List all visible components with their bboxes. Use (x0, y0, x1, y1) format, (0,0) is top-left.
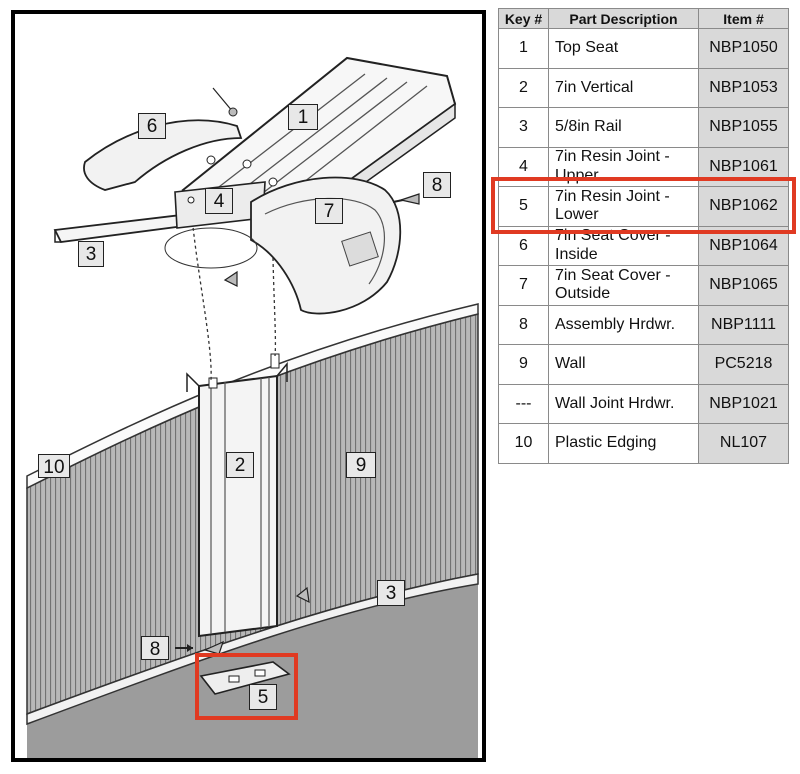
row-description: Wall Joint Hrdwr. (548, 383, 699, 424)
table-row: 7 7in Seat Cover - Outside NBP1065 (498, 265, 789, 306)
table-row: 10 Plastic Edging NL107 (498, 423, 789, 464)
row-item: PC5218 (698, 344, 789, 385)
callout-10: 10 (38, 454, 70, 478)
row-key: 10 (498, 423, 549, 464)
part-5-highlight (195, 653, 298, 720)
header-key: Key # (498, 8, 549, 29)
row-5-highlight (491, 177, 796, 234)
row-description: Plastic Edging (548, 423, 699, 464)
bottom-rail (26, 573, 479, 726)
table-row: 8 Assembly Hrdwr. NBP1111 (498, 304, 789, 345)
row-description: 5/8in Rail (548, 107, 699, 148)
row-item: NBP1055 (698, 107, 789, 148)
row-key: 2 (498, 67, 549, 108)
row-key: 3 (498, 107, 549, 148)
table-header-row: Key # Part Description Item # (498, 8, 789, 29)
row-item: NBP1050 (698, 28, 789, 69)
row-item: NL107 (698, 423, 789, 464)
callout-3-top: 3 (78, 241, 104, 267)
screw-top (203, 87, 420, 655)
callout-8-bottom: 8 (141, 636, 169, 660)
row-key: 7 (498, 265, 549, 306)
callout-7: 7 (315, 198, 343, 224)
parts-table: Key # Part Description Item # 1 Top Seat… (498, 8, 789, 464)
row-item: NBP1111 (698, 304, 789, 345)
row-description: Top Seat (548, 28, 699, 69)
header-item: Item # (698, 8, 789, 29)
row-key: 1 (498, 28, 549, 69)
vertical-post (186, 353, 288, 638)
callout-9: 9 (346, 452, 376, 478)
callout-5: 5 (249, 684, 277, 710)
row-key: --- (498, 383, 549, 424)
table-row: 2 7in Vertical NBP1053 (498, 67, 789, 108)
callout-8-top: 8 (423, 172, 451, 198)
callout-1: 1 (288, 104, 318, 130)
row-item: NBP1053 (698, 67, 789, 108)
row-item: NBP1062 (698, 186, 789, 227)
row-description: Wall (548, 344, 699, 385)
row-key: 5 (498, 186, 549, 227)
seat-cover-outside (250, 176, 402, 315)
diagram-art (26, 56, 479, 758)
callout-2: 2 (226, 452, 254, 478)
exploded-diagram: 1 6 4 8 7 3 10 2 9 3 8 5 (11, 10, 486, 762)
row-key: 8 (498, 304, 549, 345)
row-description: Assembly Hrdwr. (548, 304, 699, 345)
row-description: 7in Seat Cover - Outside (548, 265, 699, 306)
lower-joint (199, 661, 291, 695)
callout-3-bottom: 3 (377, 580, 405, 606)
table-row: 1 Top Seat NBP1050 (498, 28, 789, 69)
row-key: 9 (498, 344, 549, 385)
row-item: NBP1065 (698, 265, 789, 306)
header-description: Part Description (548, 8, 699, 29)
plastic-edging (26, 303, 479, 490)
table-row: 9 Wall PC5218 (498, 344, 789, 385)
table-row: 3 5/8in Rail NBP1055 (498, 107, 789, 148)
row-description: 7in Vertical (548, 67, 699, 108)
table-row: --- Wall Joint Hrdwr. NBP1021 (498, 383, 789, 424)
callout-4: 4 (205, 188, 233, 214)
row-item: NBP1021 (698, 383, 789, 424)
callout-6: 6 (138, 113, 166, 139)
